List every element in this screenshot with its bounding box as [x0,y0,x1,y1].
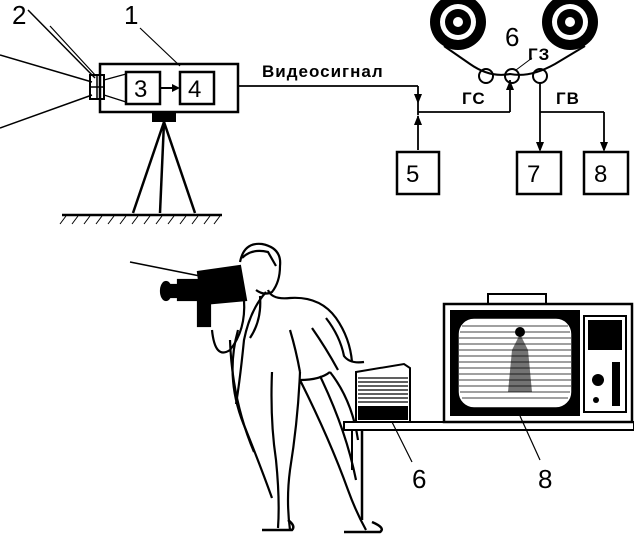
table-icon [343,421,634,520]
label-video-signal: Видеосигнал [262,62,384,81]
label-3: 3 [134,76,147,103]
person-with-camera-icon [129,242,383,534]
recorder-icon [355,362,413,463]
label-6-top: 6 [505,22,519,52]
tape-reel-icon [430,0,598,84]
label-1: 1 [124,0,138,30]
label-gv: ГВ [556,89,580,108]
block-5 [395,150,441,196]
video-signal-line [238,80,514,150]
playback-lines [536,83,608,152]
tripod-icon [59,112,222,225]
label-7: 7 [527,161,540,188]
tv-icon [442,293,634,461]
label-gz: ГЗ [528,45,550,64]
label-6-bottom: 6 [412,464,426,494]
label-2: 2 [12,0,26,30]
label-8-top: 8 [594,161,607,188]
label-4: 4 [188,76,201,103]
block-8 [582,150,630,196]
label-5: 5 [406,161,419,188]
studio-camera-icon [0,9,240,129]
label-gs: ГС [462,89,486,108]
label-8-bottom: 8 [538,464,552,494]
block-7 [515,150,563,196]
